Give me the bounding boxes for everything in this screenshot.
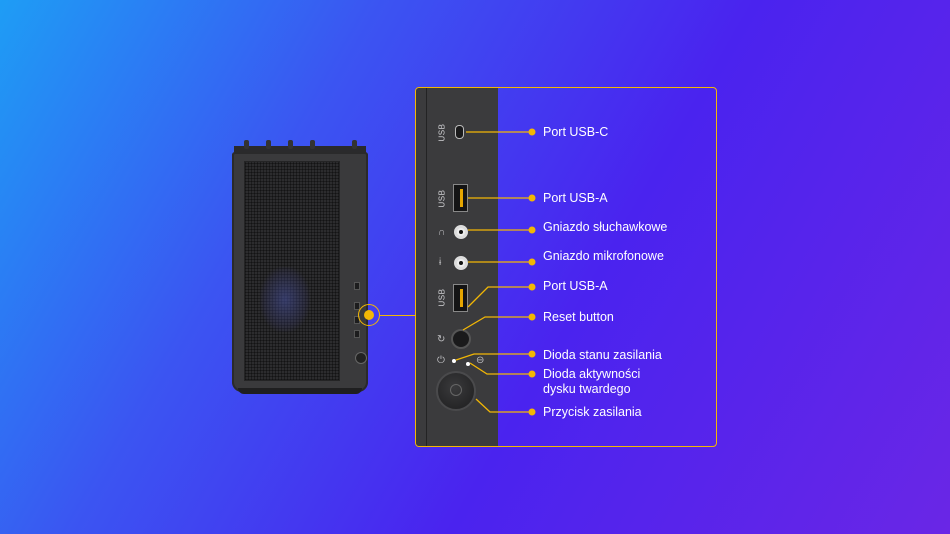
callout-label-mic-jack: Gniazdo mikrofonowe <box>543 249 664 263</box>
io-highlight-dot <box>364 310 374 320</box>
usb-a-2-text: USB <box>437 288 447 307</box>
headphone-icon: ∩ <box>438 227 446 238</box>
case-io-strip <box>348 282 367 382</box>
case-top-knob <box>310 140 315 149</box>
power-led-icon: ⏻ <box>437 355 445 366</box>
case-top-knob <box>266 140 271 149</box>
microphone-icon: ɨ <box>439 257 442 268</box>
power-icon <box>450 384 462 396</box>
callout-label-reset: Reset button <box>543 310 614 324</box>
case-fan-glow <box>260 267 310 332</box>
callout-label-power-button: Przycisk zasilania <box>543 405 642 419</box>
case-io-port <box>354 282 360 290</box>
case-top-knob <box>352 140 357 149</box>
power-button[interactable] <box>436 371 476 411</box>
case-io-port <box>354 302 360 310</box>
callout-label-hdd-led: Dioda aktywności dysku twardego <box>543 367 641 396</box>
hdd-led <box>466 362 470 366</box>
usb-a-port-2 <box>453 284 468 312</box>
usb-a-1-text: USB <box>437 189 447 208</box>
usb-a-port-1 <box>453 184 468 212</box>
case-bottom <box>238 388 362 394</box>
microphone-jack <box>454 256 468 270</box>
usb-c-port <box>455 125 464 139</box>
case-mesh-panel <box>244 161 340 381</box>
callout-label-usb-c: Port USB-C <box>543 125 609 139</box>
case-body <box>232 152 368 392</box>
callout-label-usb-a-1: Port USB-A <box>543 191 608 205</box>
io-highlight-marker <box>358 304 380 326</box>
zoom-connector-line <box>380 315 416 316</box>
case-io-button <box>355 352 367 364</box>
case-top-knob <box>288 140 293 149</box>
reset-button[interactable] <box>451 329 471 349</box>
io-panel-edge <box>426 88 427 446</box>
usb-c-text: USB <box>437 123 447 142</box>
headphone-jack <box>454 225 468 239</box>
reset-icon: ↻ <box>437 334 446 345</box>
case-top-knob <box>244 140 249 149</box>
case-top-bar <box>234 146 366 154</box>
callout-label-headphone-jack: Gniazdo słuchawkowe <box>543 220 668 234</box>
case-io-port <box>354 330 360 338</box>
callout-label-power-led: Dioda stanu zasilania <box>543 348 662 362</box>
callout-label-usb-a-2: Port USB-A <box>543 279 608 293</box>
power-led <box>452 359 456 363</box>
hdd-icon: ⊖ <box>476 355 485 366</box>
pc-case-image <box>230 140 370 398</box>
